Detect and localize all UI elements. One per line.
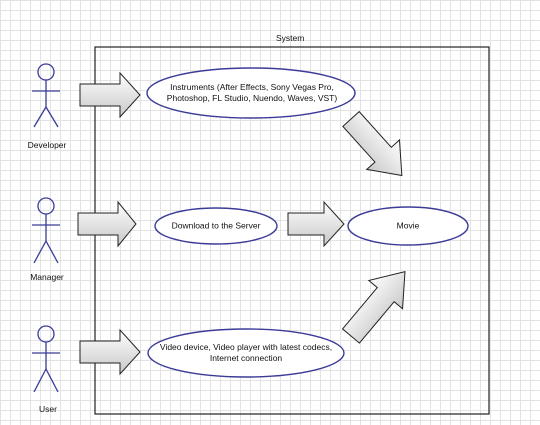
- actor-user-figure[interactable]: [32, 325, 60, 393]
- use-case-label-download: Download to the Server: [172, 221, 261, 232]
- arrow-download-to-movie[interactable]: [287, 200, 345, 248]
- use-case-label-movie-line-1: Movie: [396, 220, 420, 231]
- arrow-user-to-video-device[interactable]: [79, 328, 141, 376]
- use-case-label-instruments-line-2: Photoshop, FL Studio, Nuendo, Waves, VST…: [166, 93, 338, 103]
- actor-manager-figure[interactable]: [32, 197, 60, 264]
- arrow-video-device-to-movie[interactable]: [334, 258, 422, 351]
- arrow-instruments-to-movie[interactable]: [335, 104, 419, 190]
- use-case-video-device[interactable]: [147, 328, 345, 378]
- use-case-label-download-line-1: Download to the Server: [171, 220, 261, 231]
- actor-developer-figure[interactable]: [32, 63, 60, 128]
- use-case-label-video-device-line-1: Video device, Video player with latest c…: [159, 342, 333, 352]
- use-case-label-movie: Movie: [397, 221, 420, 232]
- use-case-instruments[interactable]: [146, 67, 356, 119]
- use-case-label-video-device: Video device, Video player with latest c…: [160, 342, 332, 364]
- arrow-developer-to-instruments[interactable]: [79, 71, 141, 119]
- actor-label-developer: Developer: [27, 140, 67, 150]
- use-case-movie[interactable]: [347, 206, 469, 246]
- system-title: System: [276, 33, 305, 43]
- use-case-label-instruments: Instruments (After Effects, Sony Vegas P…: [167, 82, 337, 104]
- arrow-manager-to-download[interactable]: [77, 200, 137, 248]
- use-case-download[interactable]: [154, 207, 278, 245]
- use-case-label-video-device-line-2: Internet connection: [209, 353, 283, 363]
- actor-label-manager: Manager: [30, 272, 64, 282]
- actor-label-user: User: [39, 404, 57, 414]
- use-case-label-instruments-line-1: Instruments (After Effects, Sony Vegas P…: [170, 82, 334, 92]
